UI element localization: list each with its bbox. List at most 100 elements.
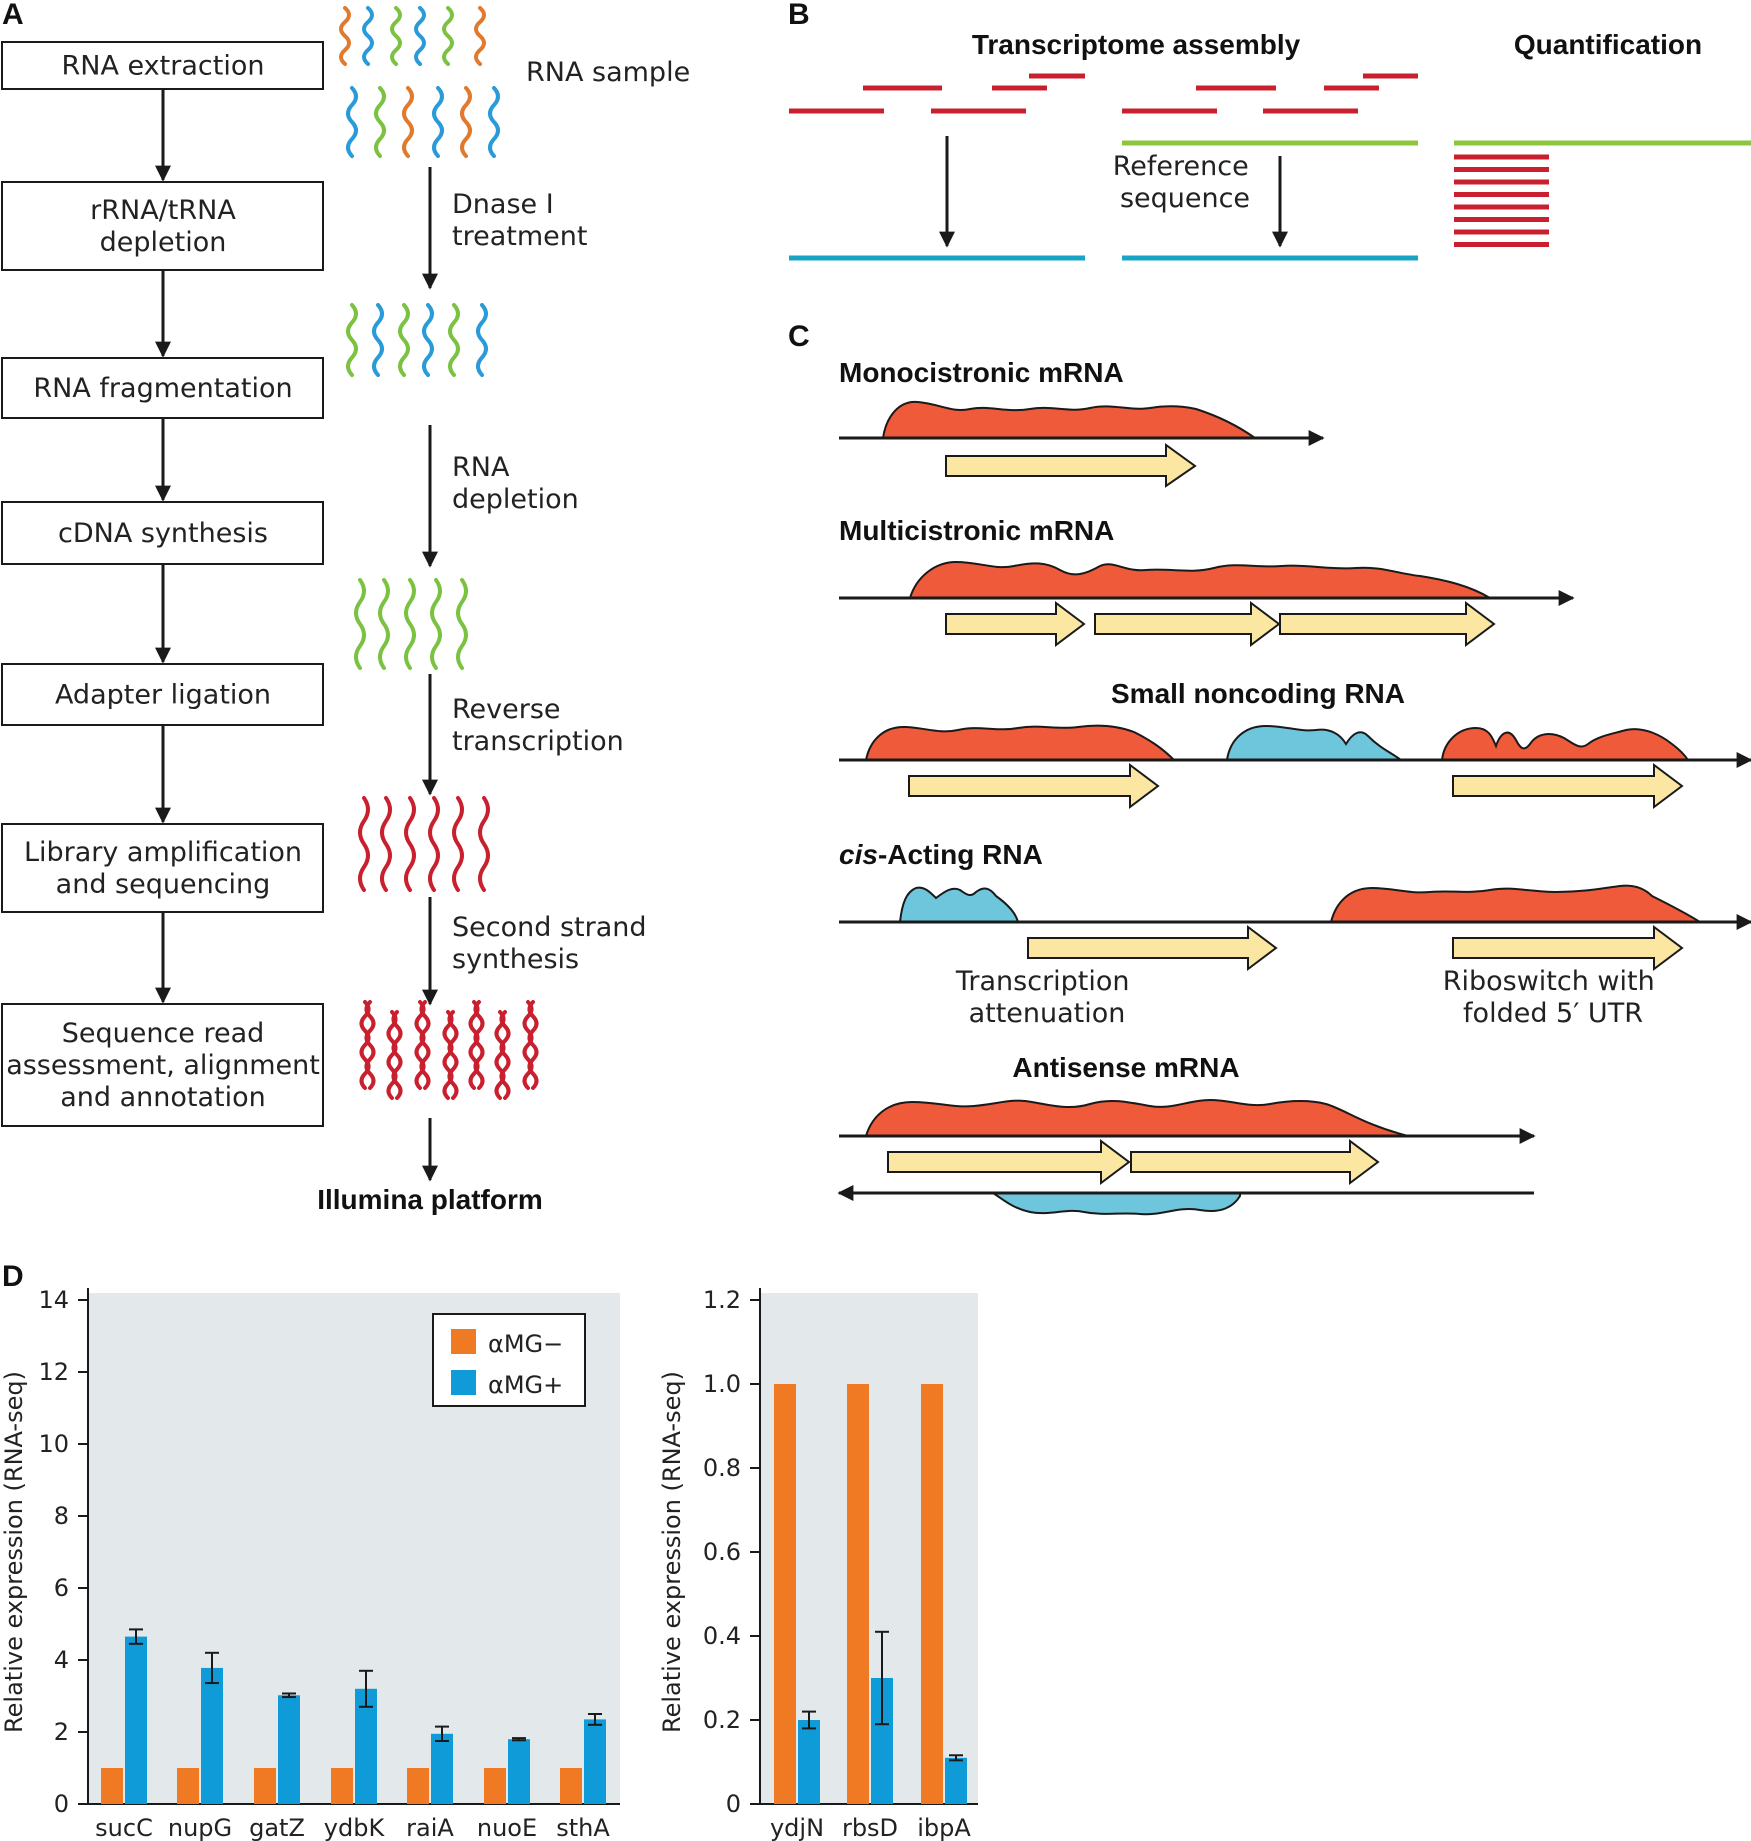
rna-strand (499, 1010, 511, 1100)
workflow-step-label-line: Library amplification (24, 837, 302, 868)
small-noncoding-transcript-right (1440, 726, 1690, 761)
bar-amg-plus (871, 1678, 893, 1804)
multicistronic-gene-arrow-2 (1094, 601, 1281, 647)
riboswitch-label-line: Riboswitch with (1443, 966, 1655, 997)
process-label-line: Dnase I (452, 189, 554, 220)
rna-strand (402, 86, 414, 158)
x-tick-label: ydjN (770, 1814, 824, 1841)
monocistronic-gene-arrow (945, 443, 1197, 488)
workflow-step-box (1, 41, 324, 90)
x-tick-label: nuoE (477, 1814, 537, 1841)
workflow-step-box (1, 501, 324, 565)
rna-strand (358, 796, 370, 892)
workflow-step-label: RNA fragmentation (33, 373, 292, 404)
workflow-step-label-line: RNA extraction (62, 51, 265, 82)
process-label-line: treatment (452, 221, 587, 252)
workflow-step-label-line: and sequencing (56, 869, 271, 900)
y-tick-label: 1.2 (703, 1286, 741, 1314)
y-axis-label: Relative expression (RNA-seq) (0, 1371, 28, 1733)
bar-amg-minus (101, 1768, 123, 1804)
bar-amg-plus (201, 1667, 223, 1804)
rna-strand (362, 6, 374, 66)
bar-amg-plus (355, 1688, 377, 1804)
bar-amg-minus (331, 1768, 353, 1804)
reference-label-line: sequence (1120, 183, 1250, 214)
attenuation-label: Transcription attenuation (955, 966, 1138, 1029)
rna-strand (448, 303, 460, 377)
rna-strand (359, 1000, 371, 1090)
riboswitch-label: Riboswitch with folded 5′ UTR (1443, 966, 1664, 1029)
workflow-step-box (1, 823, 324, 913)
rna-strand (378, 578, 390, 670)
rna-strand (527, 1000, 539, 1090)
y-tick-label: 0.8 (703, 1454, 741, 1482)
rna-strand (398, 303, 410, 377)
small-noncoding-title: Small noncoding RNA (1111, 678, 1405, 709)
cis-acting-title: cis-Acting RNA (839, 839, 1043, 870)
antisense-transcript (989, 1192, 1241, 1216)
workflow-step-label: RNA extraction (62, 51, 265, 82)
rna-strand (404, 578, 416, 670)
y-tick-label: 0.4 (703, 1622, 741, 1650)
y-axis-label: Relative expression (RNA-seq) (658, 1371, 686, 1733)
rna-strand (430, 578, 442, 670)
workflow-step-label-line: depletion (100, 227, 227, 258)
workflow-step: RNA fragmentation (1, 357, 324, 419)
x-tick-label: sthA (556, 1814, 610, 1841)
legend-swatch-amg-plus (451, 1370, 476, 1395)
monocistronic-transcript (881, 400, 1259, 439)
process-label-line: synthesis (452, 944, 579, 975)
y-tick-label: 4 (54, 1646, 69, 1674)
bar-amg-minus (484, 1768, 506, 1804)
rna-strand (460, 86, 472, 158)
small-noncoding-rna (1225, 724, 1405, 761)
process-label-line: depletion (452, 484, 579, 515)
y-tick-label: 6 (54, 1574, 69, 1602)
workflow-step-label-line: RNA fragmentation (33, 373, 292, 404)
y-tick-label: 0 (54, 1790, 69, 1818)
rna-strand (414, 1000, 426, 1090)
rna-strand (442, 6, 454, 66)
bar-amg-plus (125, 1636, 147, 1804)
x-tick-label: gatZ (249, 1814, 305, 1841)
bar-amg-minus (407, 1768, 429, 1804)
workflow-step-box (1, 181, 324, 271)
y-tick-label: 0.2 (703, 1706, 741, 1734)
bar-amg-minus (177, 1768, 199, 1804)
attenuation-label-line: Transcription (955, 966, 1130, 997)
rna-strand (452, 796, 464, 892)
bar-amg-plus (278, 1695, 300, 1804)
process-label-line: RNA (452, 452, 510, 483)
legend-swatch-amg-minus (451, 1329, 476, 1354)
rna-strand (474, 6, 486, 66)
rna-strand (468, 1000, 480, 1090)
rna-strand (364, 1000, 376, 1090)
rna-strand (386, 1010, 398, 1100)
y-tick-label: 12 (38, 1358, 69, 1386)
rna-strand (428, 796, 440, 892)
bar-amg-plus (431, 1733, 453, 1804)
bar-amg-plus (798, 1720, 820, 1804)
bar-amg-minus (560, 1768, 582, 1804)
rna-strand (488, 86, 500, 158)
y-tick-label: 8 (54, 1502, 69, 1530)
rna-strand (374, 86, 386, 158)
cis-acting-gene-arrow-2 (1452, 925, 1684, 971)
reference-label-line: Reference (1113, 151, 1249, 182)
cis-acting-title-rest: -Acting RNA (878, 839, 1043, 870)
riboswitch-label-line: folded 5′ UTR (1463, 998, 1643, 1029)
illumina-platform-label: Illumina platform (317, 1184, 543, 1215)
multicistronic-title: Multicistronic mRNA (839, 515, 1114, 546)
bar-amg-minus (847, 1384, 869, 1804)
quantification-reads (1454, 154, 1549, 247)
